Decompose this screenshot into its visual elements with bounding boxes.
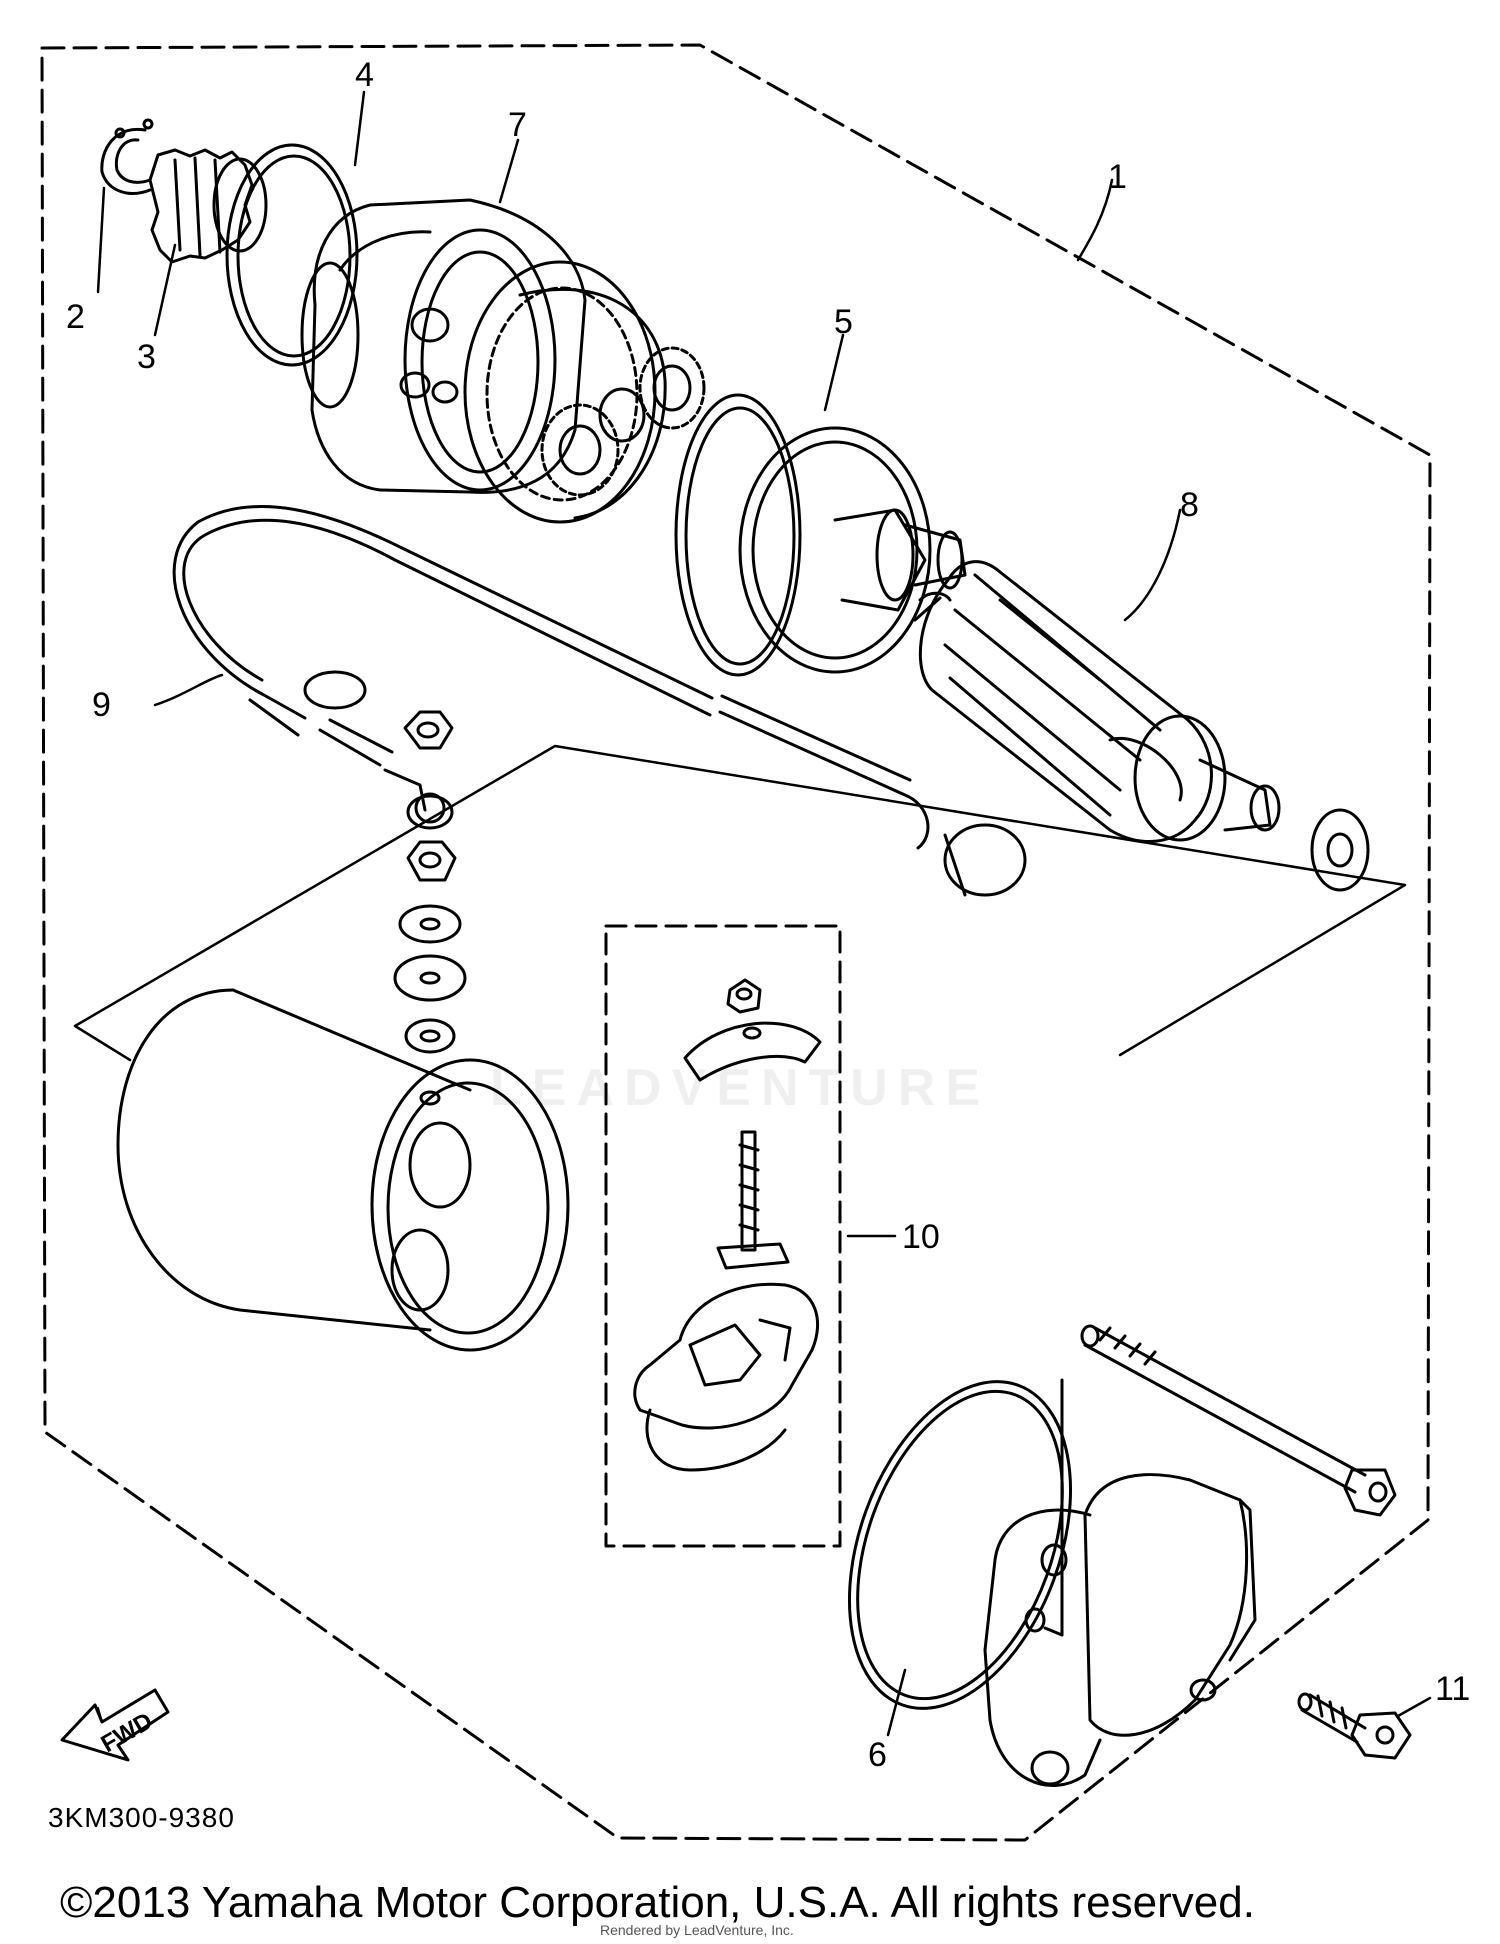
armature-part — [913, 560, 1281, 843]
nut-stack-part — [393, 710, 467, 1054]
o-ring-5-inner — [684, 406, 796, 666]
o-ring-4-part — [225, 143, 359, 367]
armature-washer-hole — [1326, 832, 1354, 868]
drawing-code: 3KM300-9380 — [48, 1802, 235, 1833]
callout-2: 2 — [66, 298, 85, 336]
yoke-part — [116, 988, 570, 1352]
brush-set-frame — [604, 924, 842, 1548]
callout-9: 9 — [92, 686, 111, 724]
callout-5: 5 — [834, 303, 853, 341]
o-ring-6-inner — [856, 1389, 1064, 1701]
gear-plate-part — [738, 426, 967, 674]
copyright-notice: ©2013 Yamaha Motor Corporation, U.S.A. A… — [60, 1878, 1255, 1927]
ring-gear-part — [463, 260, 667, 524]
rear-cover-part — [983, 1378, 1257, 1787]
callout-6: 6 — [868, 1736, 887, 1774]
o-ring-4-inner — [236, 154, 352, 358]
planet-gears-part — [540, 346, 706, 497]
o-ring-5-part — [674, 393, 802, 677]
front-cover-part — [300, 198, 587, 494]
callout-4: 4 — [355, 56, 374, 94]
leader-lines — [96, 90, 1432, 1737]
o-ring-6-part — [847, 1380, 1073, 1710]
fwd-label: FWD — [96, 1707, 157, 1758]
through-bolt-part — [1080, 1324, 1397, 1517]
assembly-bracket — [73, 744, 1407, 1062]
callout-7: 7 — [508, 106, 527, 144]
pinion-gear-part — [148, 148, 268, 264]
lead-wire-part — [172, 505, 1027, 897]
armature-washer-part — [1310, 808, 1370, 892]
fwd-arrow-icon — [60, 1688, 170, 1762]
assembly-outline — [40, 43, 1432, 1842]
callout-10: 10 — [902, 1218, 940, 1256]
callout-3: 3 — [137, 338, 156, 376]
brush-set-part — [633, 978, 822, 1472]
rendered-by-credit: Rendered by LeadVenture, Inc. — [600, 1922, 794, 1938]
circlip-part — [100, 118, 154, 195]
callout-8: 8 — [1180, 486, 1199, 524]
watermark: LEADVENTURE — [490, 1059, 991, 1117]
callout-11: 11 — [1435, 1670, 1471, 1708]
bolt-11-part — [1297, 1692, 1412, 1760]
callout-1: 1 — [1108, 158, 1127, 196]
